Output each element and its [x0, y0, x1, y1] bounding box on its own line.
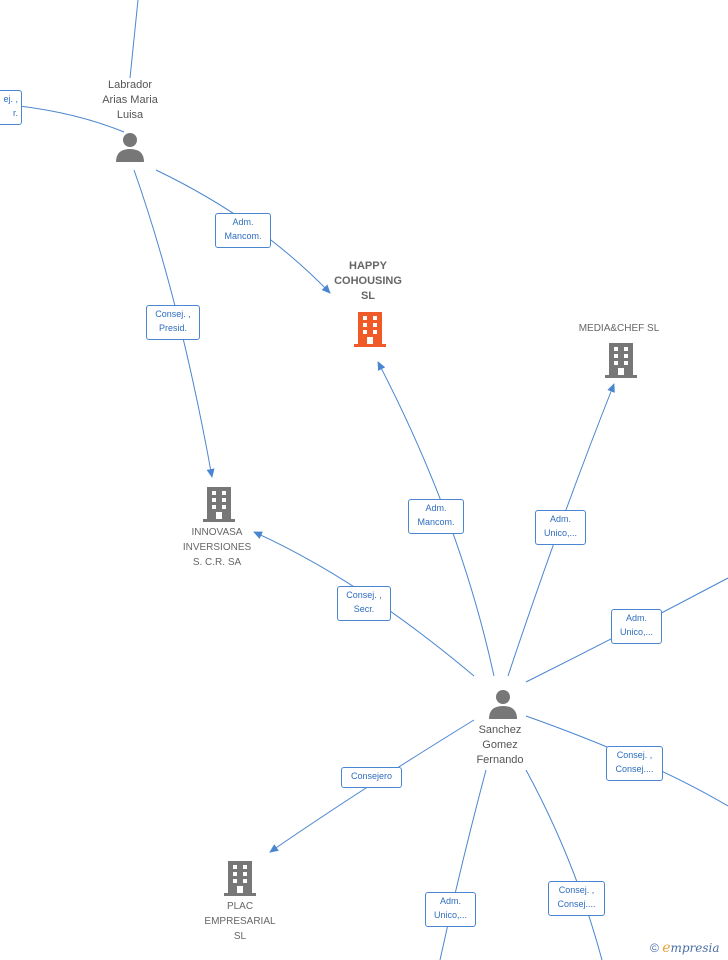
- edge-label-left-partial[interactable]: ej. , r.: [0, 90, 22, 125]
- edge-label-sanchez-bottom-left[interactable]: Adm. Unico,...: [425, 892, 476, 927]
- label-line: Luisa: [116, 109, 144, 121]
- person-icon-sanchez[interactable]: [489, 690, 517, 719]
- edge-label-labrador-happy[interactable]: Adm. Mancom.: [215, 213, 271, 248]
- brand-logo: © empresia: [650, 940, 720, 956]
- edge-label-line: Consej....: [615, 764, 654, 774]
- edge-label-sanchez-bottom-right[interactable]: Consej. , Consej....: [548, 881, 605, 916]
- label-line: Gomez: [482, 739, 518, 751]
- label-line: INVERSIONES: [182, 542, 252, 553]
- label-line: HAPPY: [349, 260, 387, 272]
- edge-label-sanchez-happy[interactable]: Adm. Mancom.: [408, 499, 464, 534]
- edge-label-line: Mancom.: [224, 231, 262, 241]
- edge-sanchez-plac: [269, 719, 475, 853]
- edge-label-line: Unico,...: [543, 528, 577, 538]
- edge-label-line: Adm.: [625, 613, 647, 623]
- edge-label-line: Secr.: [353, 604, 375, 614]
- label-line: S. C.R. SA: [192, 557, 242, 568]
- label-line: SL: [360, 290, 376, 302]
- edge-label-line: Consej. ,: [558, 885, 595, 895]
- edge-label-line: Consej. ,: [155, 309, 191, 319]
- edge-label-line: Unico,...: [433, 910, 467, 920]
- label-line: Arias Maria: [102, 94, 158, 106]
- node-label-sanchez[interactable]: Sanchez Gomez Fernando: [450, 723, 550, 768]
- brand-logo-e: e: [662, 940, 671, 956]
- edge-label-labrador-innovasa[interactable]: Consej. , Presid.: [146, 305, 200, 340]
- edge-label-line: Adm.: [232, 217, 254, 227]
- edge-label-line: Adm.: [439, 896, 461, 906]
- copyright-icon: ©: [650, 941, 659, 955]
- label-line: EMPRESARIAL: [204, 916, 276, 927]
- node-label-labrador[interactable]: Labrador Arias Maria Luisa: [80, 78, 180, 123]
- edge-label-sanchez-right-lower[interactable]: Consej. , Consej....: [606, 746, 663, 781]
- label-line: SL: [233, 931, 247, 942]
- edge-label-sanchez-plac[interactable]: Consejero: [341, 767, 402, 788]
- node-label-happy[interactable]: HAPPY COHOUSING SL: [318, 259, 418, 304]
- edge-label-line: Adm.: [549, 514, 571, 524]
- label-line: INNOVASA: [191, 527, 243, 538]
- edge-label-line: r.: [12, 108, 18, 118]
- edge-label-line: ej. ,: [3, 94, 18, 104]
- edge-label-line: Mancom.: [417, 517, 455, 527]
- edge-label-line: Unico,...: [619, 627, 653, 637]
- node-label-mediachef[interactable]: MEDIA&CHEF SL: [559, 321, 679, 336]
- edge-label-line: Consej. ,: [346, 590, 382, 600]
- node-label-innovasa[interactable]: INNOVASA INVERSIONES S. C.R. SA: [167, 525, 267, 570]
- edge-label-sanchez-mediachef[interactable]: Adm. Unico,...: [535, 510, 586, 545]
- edge-label-sanchez-innovasa[interactable]: Consej. , Secr.: [337, 586, 391, 621]
- building-icon-mediachef[interactable]: [605, 342, 637, 378]
- person-icon-labrador[interactable]: [116, 133, 144, 162]
- label-line: Sanchez: [478, 724, 522, 736]
- edge-sanchez-bottom-right: [525, 769, 603, 960]
- edge-top-labrador: [129, 0, 139, 79]
- edge-label-line: Consejero: [350, 771, 393, 781]
- label-line: MEDIA&CHEF SL: [578, 323, 660, 334]
- edge-label-line: Consej. ,: [616, 750, 653, 760]
- edge-label-line: Presid.: [158, 323, 187, 333]
- building-icon-plac[interactable]: [224, 860, 256, 896]
- edge-label-sanchez-right-upper[interactable]: Adm. Unico,...: [611, 609, 662, 644]
- edge-sanchez-bottom-left: [439, 769, 487, 960]
- label-line: PLAC: [226, 901, 254, 912]
- edge-label-line: Consej....: [557, 899, 596, 909]
- building-icon-happy[interactable]: [354, 311, 386, 347]
- label-line: Labrador: [107, 79, 153, 91]
- brand-logo-text: mpresia: [670, 941, 720, 955]
- label-line: COHOUSING: [334, 275, 402, 287]
- label-line: Fernando: [476, 754, 524, 766]
- edge-label-line: Adm.: [425, 503, 447, 513]
- node-label-plac[interactable]: PLAC EMPRESARIAL SL: [190, 899, 290, 944]
- building-icon-innovasa[interactable]: [203, 486, 235, 522]
